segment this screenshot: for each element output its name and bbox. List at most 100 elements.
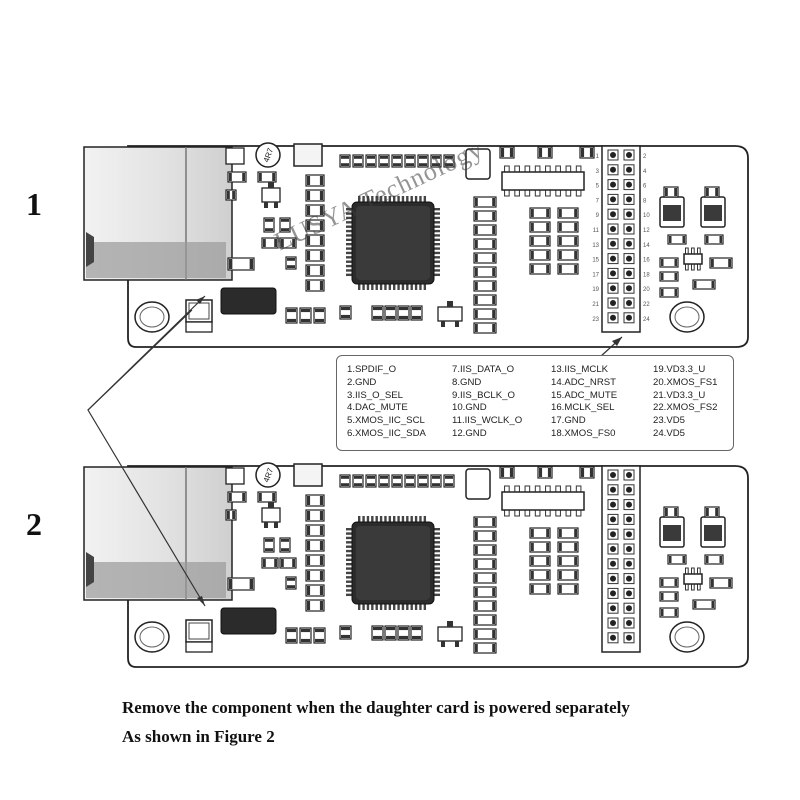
smd-component [285,307,298,324]
smd-component [557,555,579,567]
pin-number: 20 [643,287,650,293]
smd-component [410,305,423,321]
smd-component [305,569,325,582]
pin-label: 8.GND [452,376,482,388]
power-ic [220,607,277,635]
crystal [465,468,491,500]
smd-component [352,474,364,488]
smd-component [365,154,377,168]
smd-component [404,154,416,168]
inductor: 4R7 [255,142,281,168]
smd-component [473,558,497,570]
smd-component [529,555,551,567]
pin-number: 17 [592,272,599,278]
smd-component [279,217,291,233]
smd-component [285,256,297,270]
smd-component [529,583,551,595]
smd-component [397,305,410,321]
smd-component [430,154,442,168]
smd-component [473,530,497,542]
smd-component [557,527,579,539]
smd-component [313,627,326,644]
pin-number: 9 [596,213,600,219]
smd-component [225,509,237,521]
smd-component [529,541,551,553]
smd-component [473,600,497,612]
mounting-hole [669,301,705,333]
smd-component [473,224,497,236]
smd-component [473,628,497,640]
soic-chip [501,485,585,517]
smd-component [397,625,410,641]
pin-column-2: 7.IIS_DATA_O 8.GND 9.IIS_BCLK_O 10.GND 1… [452,364,522,441]
pin-number: 16 [643,258,650,264]
smd-component [391,154,403,168]
smd-component [579,466,595,479]
smd-component [529,235,551,247]
pin-label: 24.VD5 [653,427,685,439]
mounting-hole [134,621,170,653]
pin-label: 12.GND [452,427,487,439]
pin-label: 7.IIS_DATA_O [452,364,515,375]
pin-label: 17.GND [551,415,586,427]
smd-component [704,506,720,518]
smd-component [261,557,279,569]
smd-component [384,625,397,641]
pin-column-4: 19.VD3.3_U 20.XMOS_FS1 21.VD3.3_U 22.XMO… [653,364,718,441]
smd-component [499,466,515,479]
inductor: 4R7 [255,462,281,488]
smd-component [473,614,497,626]
smd-component [579,146,595,159]
pin-number: 8 [643,198,647,204]
smd-component [443,474,455,488]
pin-number: 4 [643,169,647,175]
smd-component [473,238,497,250]
qfp-chip [346,196,440,290]
pin-number: 2 [643,154,647,160]
smd-component [529,263,551,275]
smd-component [305,219,325,232]
smd-component [227,257,255,271]
pin-label: 13.IIS_MCLK [551,364,609,375]
smd-component [557,569,579,581]
smd-component [410,625,423,641]
smd-component [473,294,497,306]
pin-number: 7 [596,198,600,204]
regulator [261,182,281,208]
smd-component [692,599,716,610]
smd-component [261,237,279,249]
usb-connector [83,466,233,601]
smd-component [473,252,497,264]
smd-component [473,586,497,598]
pin-number: 13 [592,243,599,249]
removable-component [185,299,213,333]
pin-number: 19 [592,287,599,293]
smd-component [225,189,237,201]
smd-component [537,466,553,479]
smd-component [305,279,325,292]
smd-component [257,171,277,183]
soic-chip [683,567,703,591]
pin-number: 3 [596,169,600,175]
smd-component [473,210,497,222]
smd-component [305,234,325,247]
usb-connector [83,146,233,281]
smd-component [352,154,364,168]
smd-component [704,554,724,565]
pin-number: 18 [643,272,650,278]
smd-component [473,572,497,584]
pin-label: 9.IIS_BCLK_O [452,389,515,401]
smd-component [529,527,551,539]
smd-component [473,308,497,320]
smd-component [659,271,679,282]
smd-component [365,474,377,488]
diode [225,147,245,165]
smd-component [557,583,579,595]
smd-component [557,249,579,261]
smd-component [391,474,403,488]
pin-label: 15.ADC_MUTE [551,389,618,401]
smd-component [339,625,352,640]
pin-label: 18.XMOS_FS0 [551,427,616,439]
board-figure-2: 4R7 [83,462,749,668]
